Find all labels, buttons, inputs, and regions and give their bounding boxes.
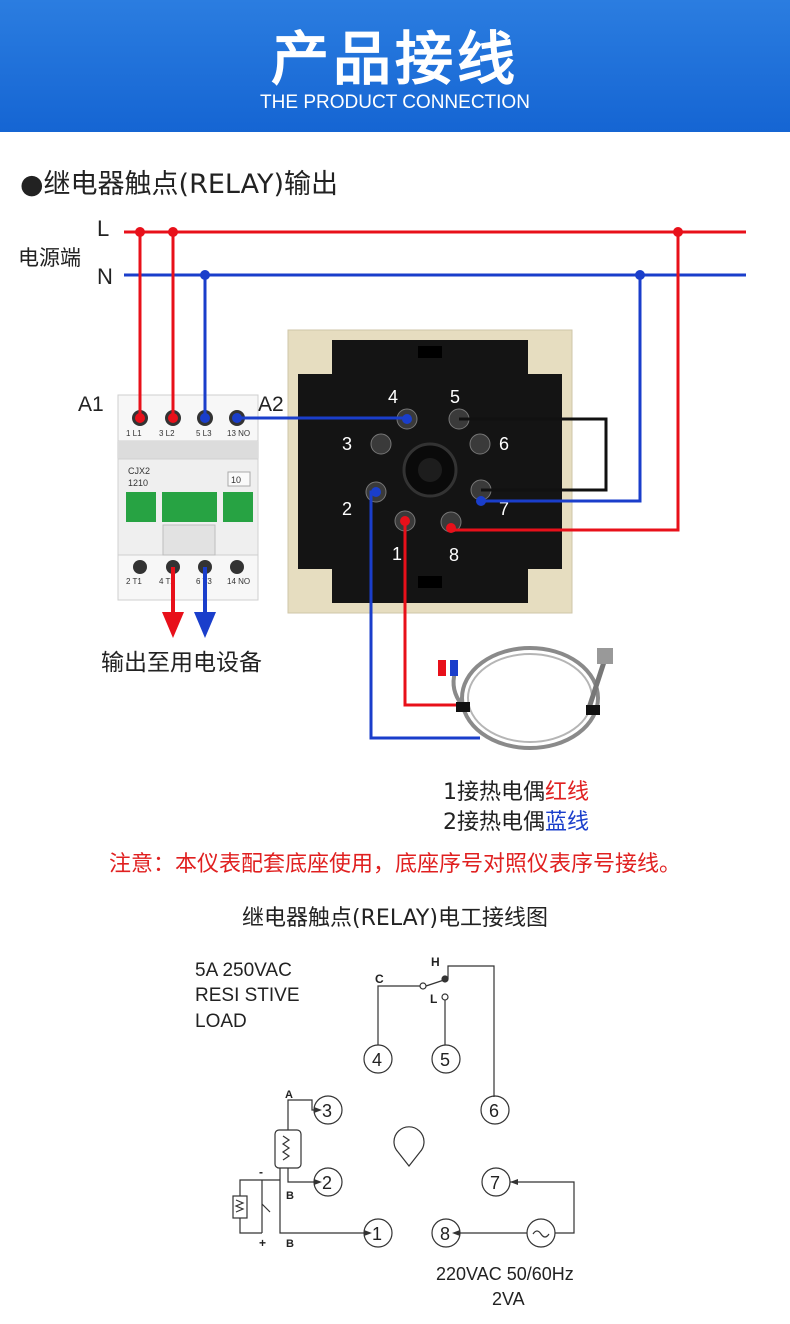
- pin-label-1: 1: [392, 544, 402, 564]
- terminal-num-6: 6: [489, 1101, 499, 1121]
- contact-rating-line: RESI STIVE: [195, 985, 300, 1006]
- section-title-wiring-schematic: 继电器触点(RELAY)电工接线图: [242, 906, 548, 931]
- contact-rating-line: LOAD: [195, 1011, 247, 1032]
- pin-label-8: 8: [449, 545, 459, 565]
- socket-note: 注意：本仪表配套底座使用，底座序号对照仪表序号接线。: [108, 852, 681, 877]
- terminal-num-1: 1: [372, 1224, 382, 1244]
- jumper-wire: [459, 417, 608, 492]
- terminal-6: [480, 1095, 510, 1125]
- contact-label-high: H: [431, 955, 440, 969]
- power-spec-line: 2VA: [492, 1289, 525, 1309]
- sensor-label-minus: -: [259, 1165, 263, 1179]
- terminal-num-4: 4: [372, 1050, 382, 1070]
- relay-socket: 4 5 3 6 2 7 1 8: [287, 329, 573, 614]
- socket-pin-3: [370, 433, 392, 455]
- contactor-model: CJX2: [128, 466, 150, 476]
- terminal-num-5: 5: [440, 1050, 450, 1070]
- terminal-num-3: 3: [322, 1101, 332, 1121]
- section-title-relay-output: ●继电器触点(RELAY)输出: [20, 169, 338, 200]
- sensor-label-a: A: [285, 1089, 293, 1101]
- thermocouple-blue-note: 2接热电偶蓝线: [443, 810, 590, 835]
- contactor-rating: 1210: [128, 478, 148, 488]
- output-to-equipment-label: 输出至用电设备: [101, 650, 262, 676]
- line-L-label: L: [97, 216, 110, 241]
- thermocouple-red-note: 1接热电偶红线: [443, 780, 590, 805]
- output-arrows: [162, 567, 216, 638]
- thermocouple-probe: [438, 646, 613, 750]
- pin-label-4: 4: [388, 387, 398, 407]
- line-N-label: N: [97, 264, 113, 289]
- pin-label-3: 3: [342, 434, 352, 454]
- terminal-label: 2 T1: [126, 577, 142, 586]
- terminal-label: 4 T2: [159, 577, 175, 586]
- terminal-label: 13 NO: [227, 429, 250, 438]
- sensor-label-b2: B: [286, 1238, 294, 1250]
- sensor-label-b1: B: [286, 1190, 294, 1202]
- terminal-4: [363, 1044, 393, 1074]
- schematic-relay: [232, 965, 575, 1248]
- coil-A2-label: A2: [258, 393, 284, 416]
- sensor-label-plus: +: [259, 1236, 266, 1250]
- contactor: CJX2 1210 10 1 L1 3 L2 5 L3 13 NO 2 T1 4…: [117, 394, 259, 601]
- pin-label-6: 6: [499, 434, 509, 454]
- wire-L-pin8: [451, 232, 680, 532]
- power-spec-line: 220VAC 50/60Hz: [436, 1264, 574, 1284]
- terminal-label: 1 L1: [126, 429, 142, 438]
- socket-pin-6: [469, 433, 491, 455]
- wire-pin1-thermocouple-red: [403, 521, 462, 707]
- terminal-label: 3 L2: [159, 429, 175, 438]
- power-source-label: 电源端: [18, 246, 81, 270]
- page-subtitle: THE PRODUCT CONNECTION: [260, 92, 530, 113]
- pin-label-2: 2: [342, 499, 352, 519]
- pin-label-7: 7: [499, 499, 509, 519]
- contact-rating-line: 5A 250VAC: [195, 960, 292, 981]
- contactor-aux: 10: [231, 475, 241, 485]
- terminal-num-7: 7: [490, 1173, 500, 1193]
- pin-label-5: 5: [450, 387, 460, 407]
- terminal-num-8: 8: [440, 1224, 450, 1244]
- terminal-num-2: 2: [322, 1173, 332, 1193]
- contact-label-low: L: [430, 992, 437, 1006]
- header-banner: 产品接线 THE PRODUCT CONNECTION: [0, 0, 790, 132]
- terminal-5: [431, 1044, 461, 1074]
- page-title: 产品接线: [270, 25, 519, 93]
- terminal-label: 5 L3: [196, 429, 212, 438]
- wire-N-pin7: [481, 275, 642, 503]
- terminal-label: 14 NO: [227, 577, 250, 586]
- coil-A1-label: A1: [78, 393, 104, 416]
- contact-label-common: C: [375, 972, 384, 986]
